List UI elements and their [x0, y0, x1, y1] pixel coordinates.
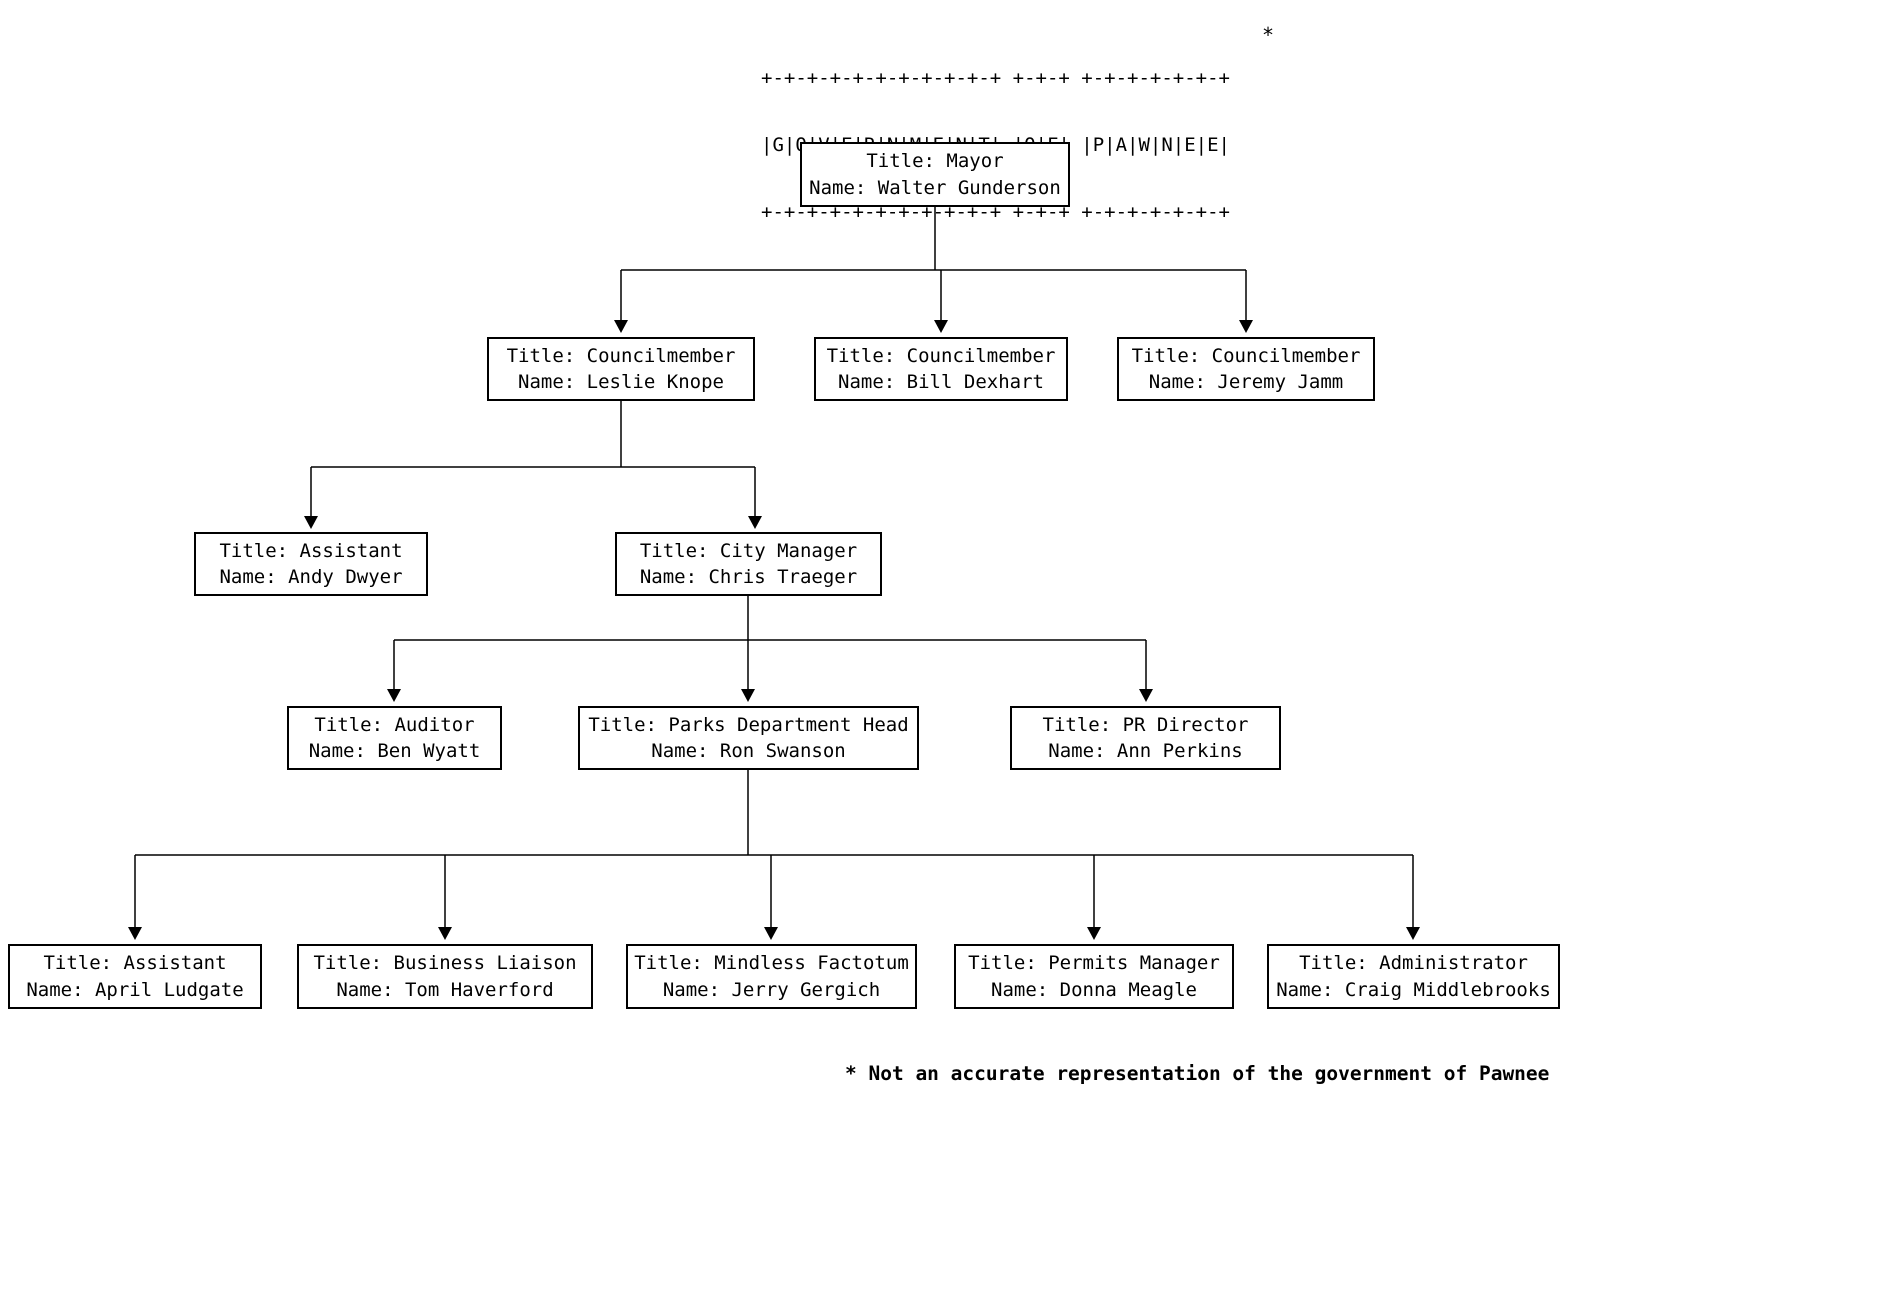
node-name: Name: Andy Dwyer: [219, 566, 403, 588]
node-title: Title: Auditor: [314, 713, 475, 736]
node-tom-haverford: Title: Business Liaison Name: Tom Haverf…: [297, 944, 593, 1009]
node-title: Title: Assistant: [43, 952, 227, 975]
node-name: Name: Walter Gunderson: [809, 176, 1061, 199]
arrow-down-icon: [764, 927, 778, 940]
arrow-down-icon: [1239, 320, 1253, 333]
arrow-down-icon: [748, 516, 762, 529]
footnote-asterisk-marker: *: [1262, 23, 1275, 47]
node-title: Title: Councilmember: [506, 344, 736, 367]
node-name: Name: Bill Dexhart: [838, 371, 1044, 393]
arrow-down-icon: [1406, 927, 1420, 940]
node-name: Name: Craig Middlebrooks: [1276, 978, 1551, 1001]
node-jerry-gergich: Title: Mindless Factotum Name: Jerry Ger…: [626, 944, 917, 1009]
node-ann-perkins: Title: PR Director Name: Ann Perkins: [1010, 706, 1281, 770]
arrow-down-icon: [387, 689, 401, 702]
node-name: Name: Donna Meagle: [991, 978, 1197, 1001]
node-title: Title: PR Director: [1042, 713, 1249, 736]
arrow-down-icon: [1087, 927, 1101, 940]
node-craig-middlebrooks: Title: Administrator Name: Craig Middleb…: [1267, 944, 1560, 1009]
arrow-down-icon: [741, 689, 755, 702]
arrow-down-icon: [614, 320, 628, 333]
node-name: Name: Ben Wyatt: [308, 740, 481, 762]
node-ben-wyatt: Title: Auditor Name: Ben Wyatt: [287, 706, 502, 770]
node-title: Title: Mayor: [866, 150, 1004, 173]
node-april-ludgate: Title: Assistant Name: April Ludgate: [8, 944, 262, 1009]
node-name: Name: April Ludgate: [26, 978, 244, 1001]
node-name: Name: Jerry Gergich: [662, 978, 881, 1001]
node-name: Name: Jeremy Jamm: [1148, 371, 1344, 393]
arrow-down-icon: [1139, 689, 1153, 702]
node-title: Title: Business Liaison: [313, 952, 577, 975]
node-name: Name: Chris Traeger: [639, 566, 858, 588]
node-andy-dwyer: Title: Assistant Name: Andy Dwyer: [194, 532, 428, 596]
node-title: Title: City Manager: [639, 539, 858, 562]
arrow-down-icon: [438, 927, 452, 940]
node-name: Name: Ann Perkins: [1048, 740, 1243, 762]
edge-lines: [134, 207, 1414, 929]
arrow-down-icon: [934, 320, 948, 333]
node-title: Title: Permits Manager: [968, 952, 1220, 975]
node-ron-swanson: Title: Parks Department Head Name: Ron S…: [578, 706, 919, 770]
footnote: * Not an accurate representation of the …: [845, 1062, 1550, 1085]
node-donna-meagle: Title: Permits Manager Name: Donna Meagl…: [954, 944, 1234, 1009]
node-chris-traeger: Title: City Manager Name: Chris Traeger: [615, 532, 882, 596]
banner-line-1: +-+-+-+-+-+-+-+-+-+-+ +-+-+ +-+-+-+-+-+-…: [761, 66, 1230, 89]
node-mayor: Title: Mayor Name: Walter Gunderson: [800, 142, 1070, 207]
arrowheads: [128, 320, 1420, 940]
node-title: Title: Parks Department Head: [588, 713, 909, 736]
node-title: Title: Councilmember: [826, 344, 1056, 367]
node-bill-dexhart: Title: Councilmember Name: Bill Dexhart: [814, 337, 1068, 401]
arrow-down-icon: [304, 516, 318, 529]
node-title: Title: Administrator: [1299, 952, 1528, 975]
node-name: Name: Leslie Knope: [518, 371, 724, 393]
node-jeremy-jamm: Title: Councilmember Name: Jeremy Jamm: [1117, 337, 1375, 401]
arrow-down-icon: [128, 927, 142, 940]
node-title: Title: Assistant: [219, 539, 403, 562]
node-title: Title: Councilmember: [1131, 344, 1361, 367]
node-name: Name: Tom Haverford: [336, 978, 554, 1001]
node-leslie-knope: Title: Councilmember Name: Leslie Knope: [487, 337, 755, 401]
node-name: Name: Ron Swanson: [651, 740, 846, 762]
node-title: Title: Mindless Factotum: [634, 952, 909, 975]
